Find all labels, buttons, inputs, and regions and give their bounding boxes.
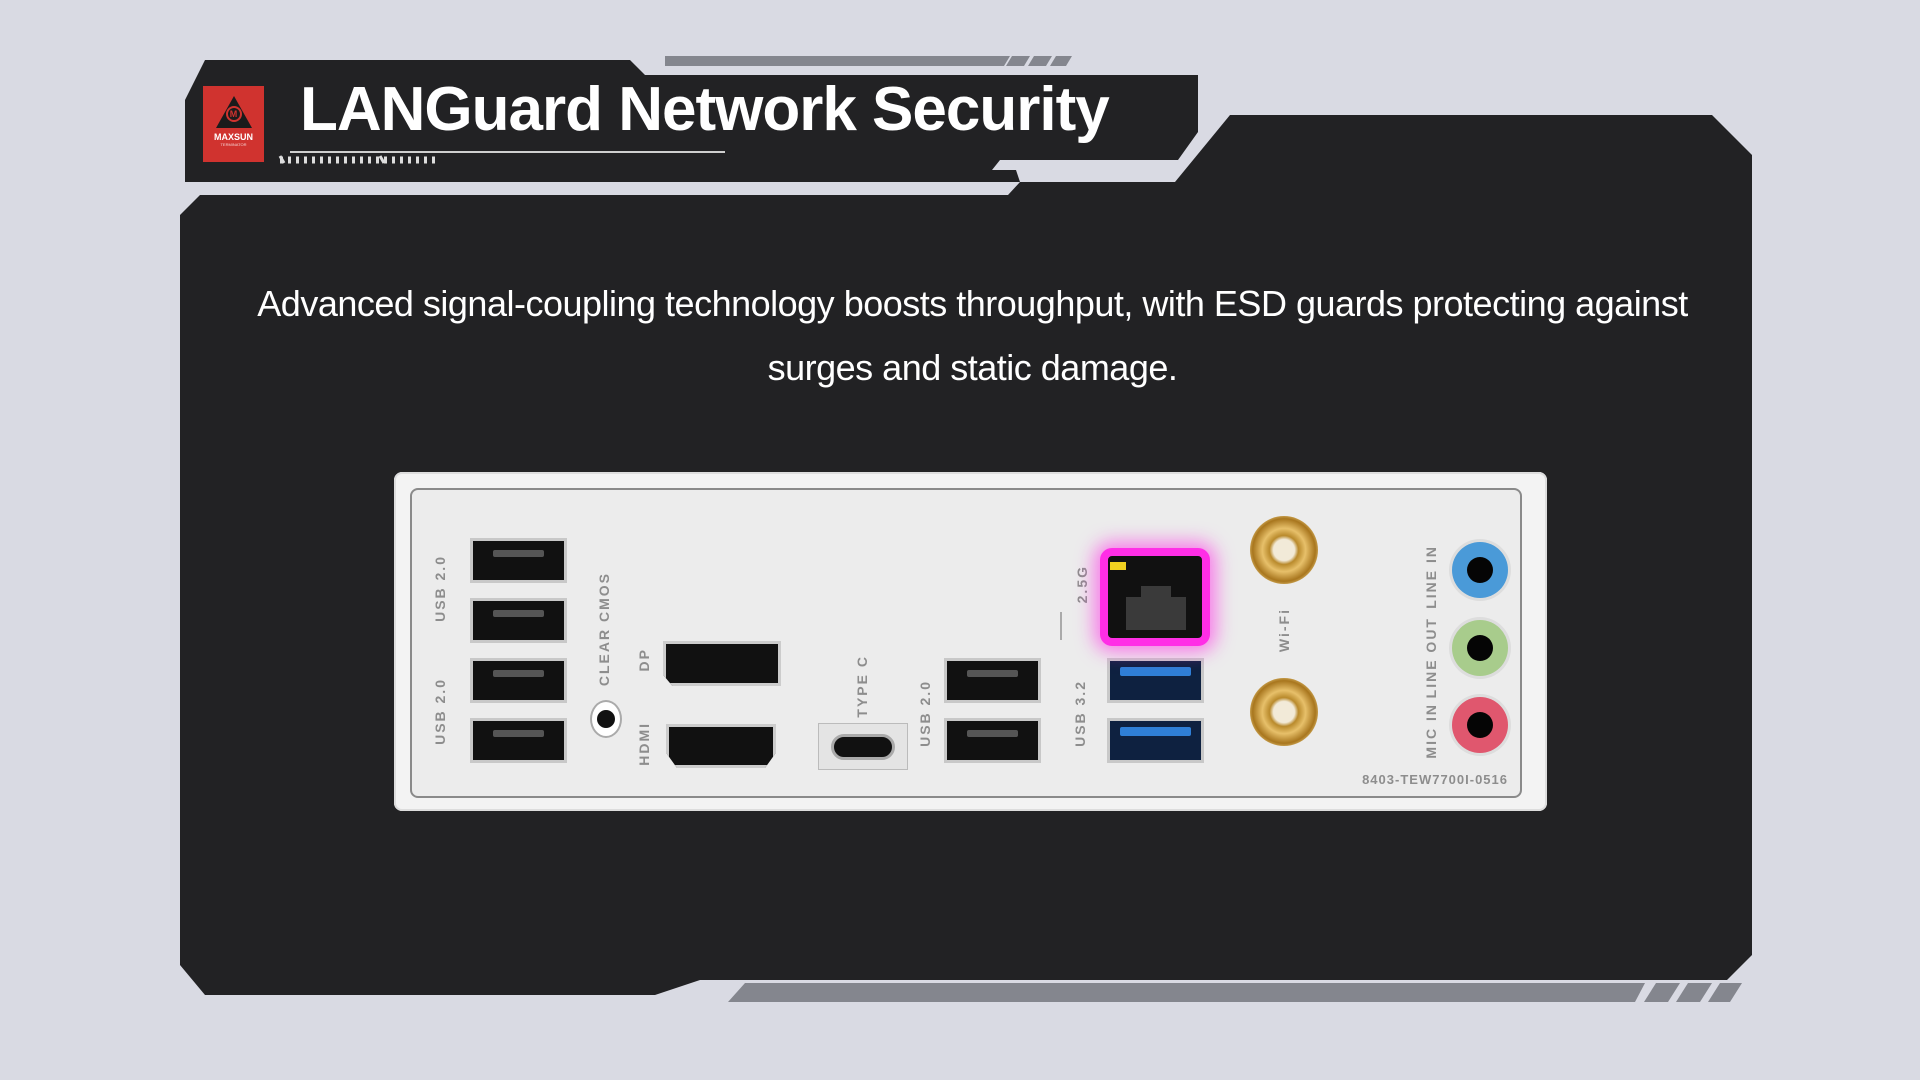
page-title: LANGuard Network Security [300,75,1110,144]
hdmi-port [666,724,776,768]
clear-cmos-label: CLEAR CMOS [596,572,612,687]
usb20-label: USB 2.0 [432,678,448,745]
type-c-label: TYPE C [854,655,870,718]
usb20-label: USB 2.0 [432,555,448,622]
mic-in-label: MIC IN [1423,703,1439,759]
usb32-label: USB 3.2 [1072,680,1088,747]
usb-port [470,598,567,643]
lan-led [1110,562,1126,570]
usb-type-c-port [818,723,908,770]
displayport [663,641,781,686]
lan-port-highlighted [1100,548,1210,646]
mic-in-jack [1452,697,1508,753]
wifi-label: Wi-Fi [1276,608,1292,653]
lan-speed-label: 2.5G [1074,565,1090,604]
usb-port [470,538,567,583]
feature-description: Advanced signal-coupling technology boos… [257,283,1688,388]
clear-cmos-button [590,700,622,738]
hdmi-label: HDMI [636,722,652,766]
usb-port [470,718,567,763]
usb32-port [1107,718,1204,763]
usb-port [470,658,567,703]
usb32-port [1107,658,1204,703]
part-number: 8403-TEW7700I-0516 [1362,772,1508,787]
usb20-label: USB 2.0 [917,680,933,747]
line-in-label: LINE IN [1423,545,1439,609]
usb-port [944,658,1041,703]
wifi-antenna-connector [1250,678,1318,746]
usb-port [944,718,1041,763]
wifi-antenna-connector [1250,516,1318,584]
maxsun-logo: M MAXSUN TERMINATOR [203,86,264,162]
line-out-label: LINE OUT [1423,617,1439,699]
network-icon [1060,612,1086,640]
line-in-jack [1452,542,1508,598]
dp-label: DP [636,648,652,672]
line-out-jack [1452,620,1508,676]
